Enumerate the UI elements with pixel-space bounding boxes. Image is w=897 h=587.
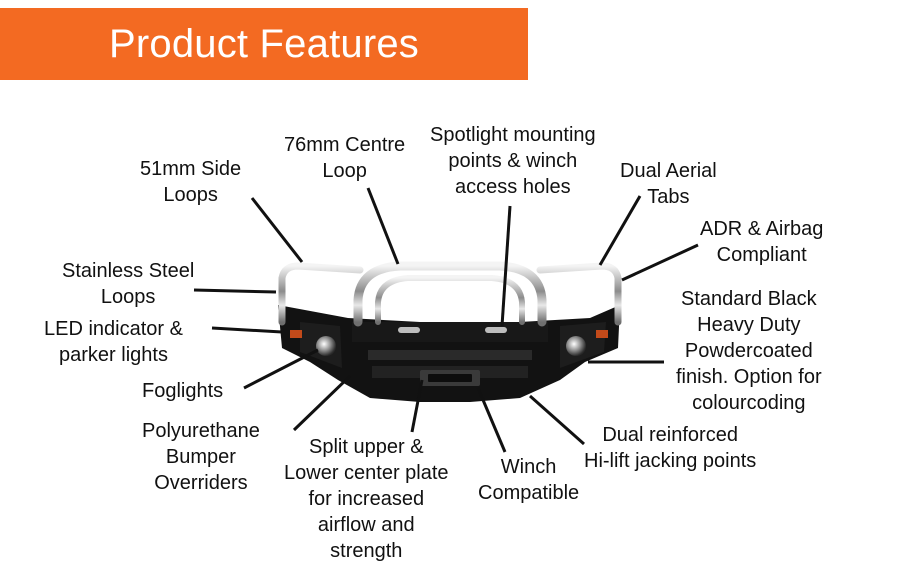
label-foglights: Foglights <box>142 380 224 402</box>
chrome-loops <box>278 261 622 327</box>
bumper-body <box>278 305 620 402</box>
header-banner: Product Features <box>0 8 528 80</box>
leader-lines <box>193 187 699 453</box>
page-title: Product Features <box>108 22 420 66</box>
label-led-indicator: LED indicator &parker lights <box>44 318 183 366</box>
